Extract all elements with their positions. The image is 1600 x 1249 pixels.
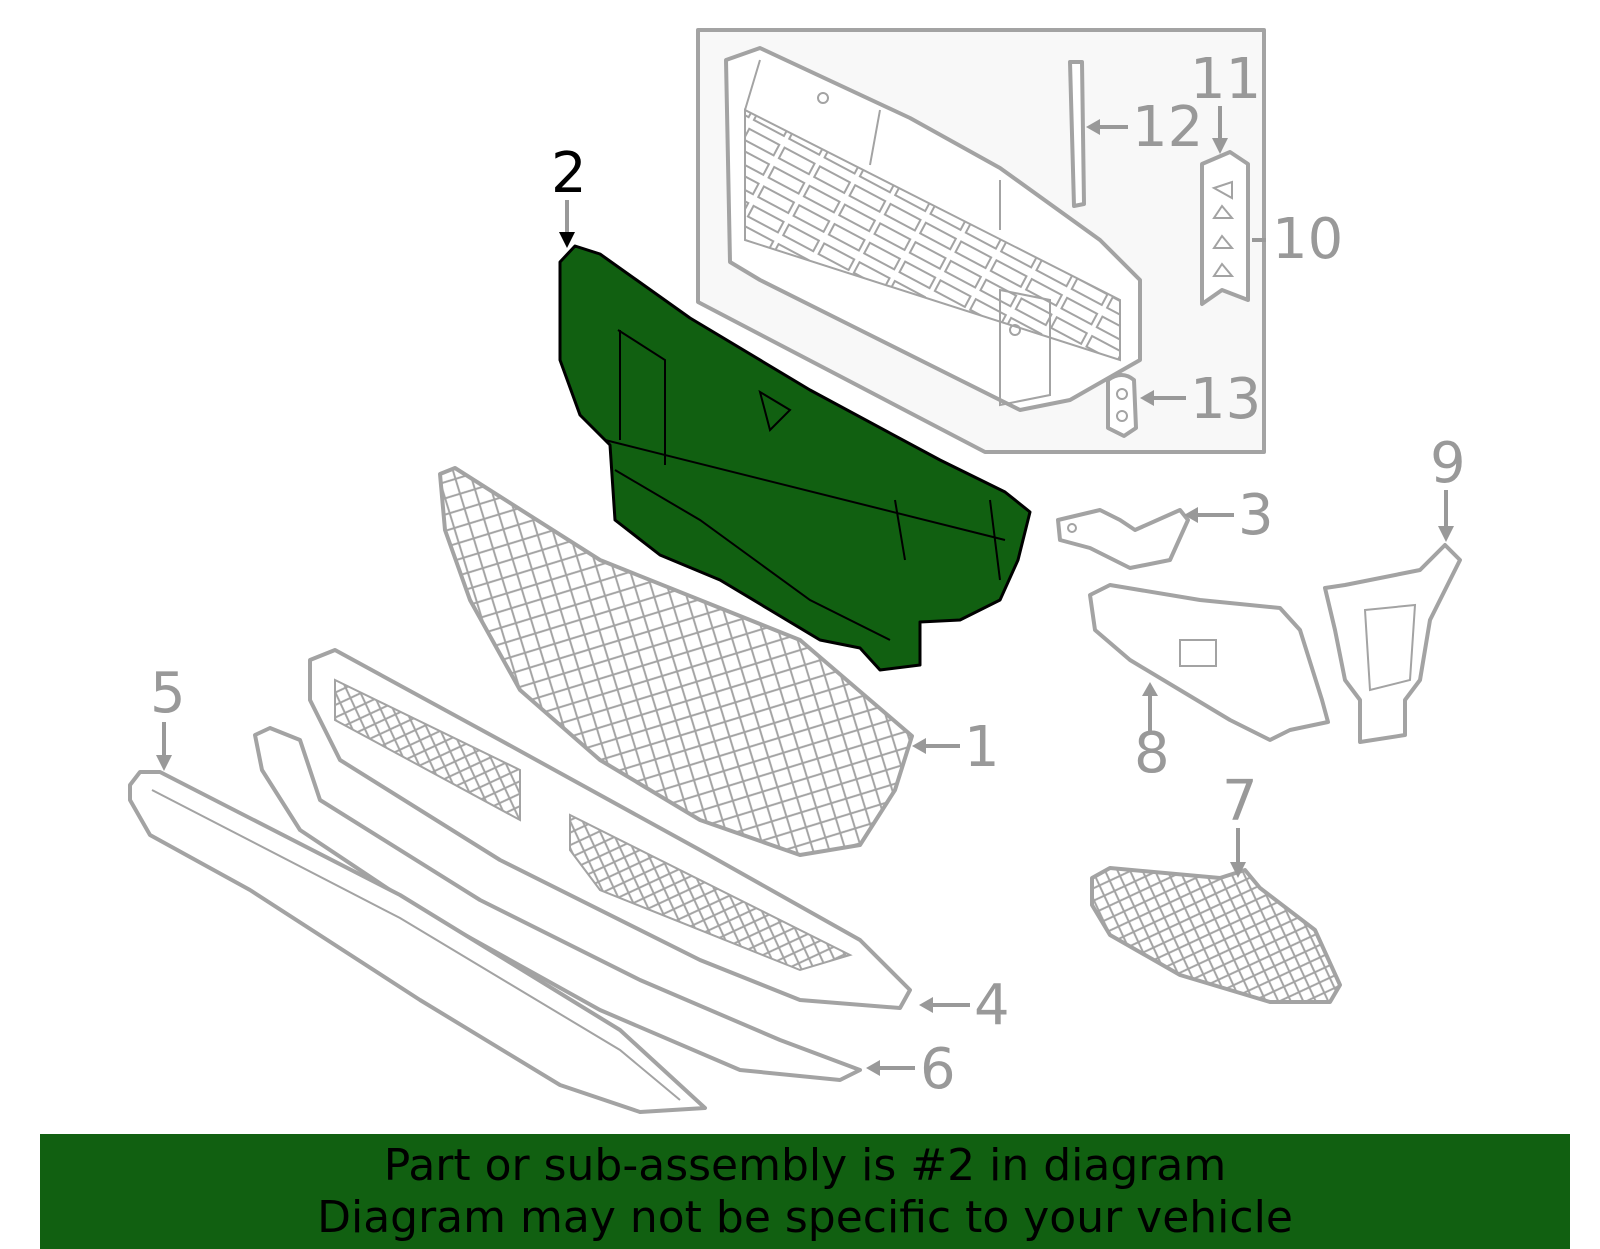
part-10-shutter-assembly[interactable] (724, 46, 1142, 412)
parts-diagram: 1 2 3 4 5 6 7 8 9 10 11 12 13 (128, 28, 1466, 1114)
part-4-lower-grille[interactable] (308, 648, 912, 1010)
callout-2[interactable]: 2 (551, 141, 587, 206)
part-12-strip[interactable] (1068, 60, 1086, 208)
part-2-highlighted[interactable] (558, 244, 1032, 672)
callout-4[interactable]: 4 (974, 973, 1010, 1038)
callout-5[interactable]: 5 (150, 661, 186, 726)
callout-12[interactable]: 12 (1132, 95, 1203, 160)
banner-line-part: Part or sub-assembly is #2 in diagram (383, 1140, 1227, 1191)
part-5-lower-trim[interactable] (128, 770, 707, 1114)
callout-labels: 1 2 3 4 5 6 7 8 9 10 11 12 13 (150, 47, 1466, 1102)
info-banner: Part or sub-assembly is #2 in diagram Di… (40, 1134, 1570, 1249)
part-9-side-mount[interactable] (1323, 543, 1462, 744)
callout-7[interactable]: 7 (1222, 769, 1258, 834)
part-8-side-bracket[interactable] (1088, 583, 1330, 742)
leader-lines (156, 106, 1454, 1076)
callout-13[interactable]: 13 (1190, 367, 1261, 432)
part-13-bracket[interactable] (1106, 373, 1138, 438)
part-11-seal[interactable] (1200, 150, 1250, 306)
callout-10[interactable]: 10 (1272, 207, 1343, 272)
callout-3[interactable]: 3 (1238, 483, 1274, 548)
part-3-bracket[interactable] (1056, 508, 1190, 570)
banner-line-disclaimer: Diagram may not be specific to your vehi… (317, 1192, 1293, 1243)
part-1-grille[interactable] (438, 466, 914, 857)
part-6-strip[interactable] (253, 726, 862, 1082)
callout-6[interactable]: 6 (920, 1037, 956, 1102)
callout-1[interactable]: 1 (964, 715, 1000, 780)
callout-9[interactable]: 9 (1430, 431, 1466, 496)
callout-11[interactable]: 11 (1190, 47, 1261, 112)
part-7-fog-grille[interactable] (1090, 866, 1342, 1004)
callout-8[interactable]: 8 (1134, 721, 1170, 786)
